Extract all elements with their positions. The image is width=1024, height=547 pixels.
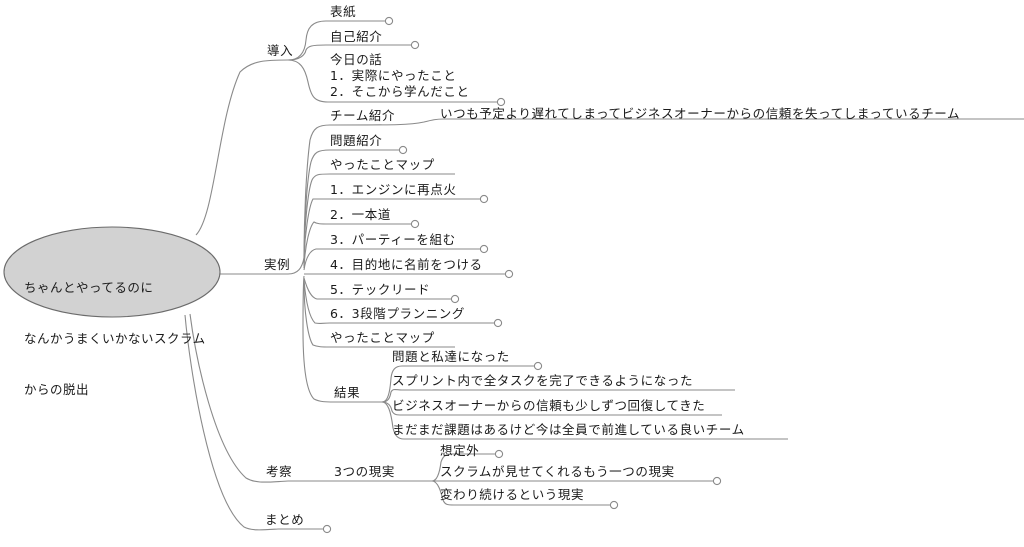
node-label-result-4[interactable]: まだまだ課題はあるけど今は全員で前進している良いチーム — [392, 422, 745, 437]
leaf-ex-1 — [329, 118, 445, 126]
edge-ex-4 — [303, 198, 330, 267]
edge-ex-1 — [303, 124, 331, 263]
edge-root-intro — [195, 59, 289, 236]
endpoint-dot[interactable] — [410, 40, 420, 50]
root-line-3: からの脱出 — [24, 382, 90, 397]
edge-ex-6 — [303, 248, 330, 271]
endpoint-dot[interactable] — [479, 244, 489, 254]
edge-intro-2 — [287, 44, 327, 61]
edge-res-2 — [381, 388, 403, 403]
edge-examples-hub — [287, 257, 305, 275]
edge-ex-8 — [303, 277, 330, 300]
node-label-result-2[interactable]: スプリント内で全タスクを完了できるようになった — [392, 373, 694, 388]
endpoint-dot[interactable] — [479, 194, 489, 204]
node-label-result-3[interactable]: ビジネスオーナーからの信頼も少しずつ回復してきた — [392, 398, 706, 413]
node-label-self-intro[interactable]: 自己紹介 — [330, 29, 383, 44]
node-label-step-5[interactable]: 5．テックリード — [330, 282, 431, 297]
root-line-1: ちゃんとやってるのに — [24, 280, 154, 295]
node-label-todays-talk[interactable]: 今日の話 1．実際にやったこと 2．そこから学んだこと — [330, 52, 470, 99]
node-label-team-intro[interactable]: チーム紹介 — [330, 108, 396, 123]
edge-ex-9 — [303, 279, 331, 324]
endpoint-dot[interactable] — [504, 269, 514, 279]
node-label-three-realities[interactable]: 3つの現実 — [334, 464, 395, 479]
node-label-problem-intro[interactable]: 問題紹介 — [330, 133, 383, 148]
endpoint-dot[interactable] — [712, 476, 722, 486]
edge-ex-10 — [303, 281, 331, 348]
node-label-result-1[interactable]: 問題と私達になった — [392, 349, 510, 364]
node-label-step-1[interactable]: 1．エンジンに再点火 — [330, 182, 457, 197]
root-line-2: なんかうまくいかないスクラム — [24, 331, 206, 346]
root-node-ellipse[interactable] — [3, 226, 221, 318]
node-label-reality-2[interactable]: スクラムが見せてくれるもう一つの現実 — [440, 464, 675, 479]
edge-tr-3 — [431, 480, 455, 506]
edge-res-1 — [381, 365, 403, 403]
endpoint-dot[interactable] — [410, 219, 420, 229]
branch-label-discussion[interactable]: 考察 — [266, 464, 293, 479]
edge-root-summary — [184, 314, 279, 531]
node-label-step-3[interactable]: 3．パーティーを組む — [330, 232, 456, 247]
endpoint-dot[interactable] — [322, 524, 332, 534]
branch-label-examples[interactable]: 実例 — [264, 257, 291, 272]
branch-label-summary[interactable]: まとめ — [265, 512, 305, 527]
endpoint-dot[interactable] — [494, 449, 504, 459]
endpoint-dot[interactable] — [398, 145, 408, 155]
endpoint-dot[interactable] — [609, 500, 619, 510]
edge-root-discussion — [189, 313, 289, 483]
edge-res-3 — [381, 401, 403, 416]
edge-res-4 — [381, 401, 405, 440]
endpoint-dot[interactable] — [533, 361, 543, 371]
edge-ex-results — [302, 329, 335, 403]
node-label-reality-1[interactable]: 想定外 — [440, 443, 480, 458]
node-label-step-6[interactable]: 6．3段階プランニング — [330, 306, 466, 321]
edge-ex-3 — [303, 173, 331, 265]
endpoint-dot[interactable] — [384, 16, 394, 26]
edge-tr-1 — [431, 453, 453, 482]
edge-ex-5 — [303, 221, 331, 269]
node-label-reality-3[interactable]: 変わり続けるという現実 — [440, 487, 585, 502]
node-label-did-map-2[interactable]: やったことマップ — [330, 330, 435, 345]
node-label-step-4[interactable]: 4．目的地に名前をつける — [330, 257, 483, 272]
node-label-team-description[interactable]: いつも予定より遅れてしまってビジネスオーナーからの信頼を失ってしまっているチーム — [440, 106, 961, 121]
edge-intro-3 — [287, 59, 329, 103]
endpoint-dot[interactable] — [450, 294, 460, 304]
edge-ex-2 — [303, 149, 331, 263]
endpoint-dot[interactable] — [496, 97, 506, 107]
branch-label-intro[interactable]: 導入 — [267, 43, 294, 58]
endpoint-dot[interactable] — [493, 318, 503, 328]
node-label-cover[interactable]: 表紙 — [330, 4, 357, 19]
root-node-label: ちゃんとやってるのに なんかうまくいかないスクラム からの脱出 — [24, 245, 206, 432]
node-label-results[interactable]: 結果 — [334, 385, 361, 400]
node-label-step-2[interactable]: 2．一本道 — [330, 207, 391, 222]
node-label-did-map-1[interactable]: やったことマップ — [330, 157, 435, 172]
edge-intro-1 — [287, 20, 327, 61]
